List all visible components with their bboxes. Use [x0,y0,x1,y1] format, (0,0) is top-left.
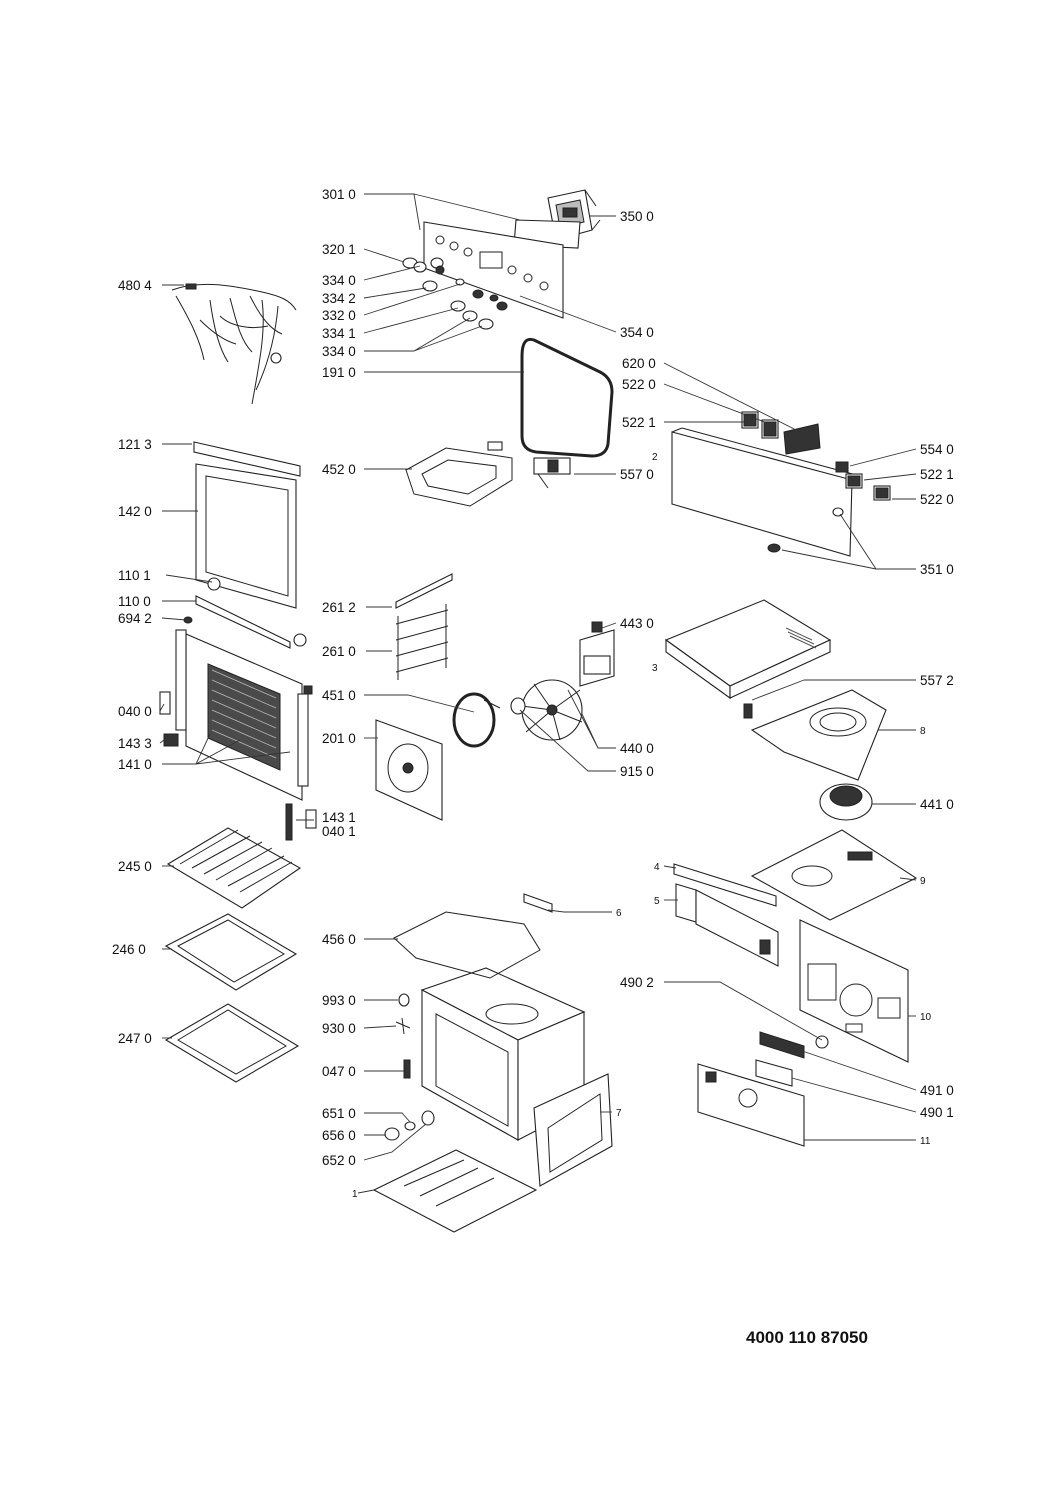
part-label: 522 1 [920,467,954,482]
part-label: 301 0 [322,187,356,202]
part-label: 142 0 [118,504,152,519]
baking-tray [164,913,298,991]
electronics-boards [697,1031,829,1147]
part-label: 047 0 [322,1064,356,1079]
part-label: 7 [616,1108,622,1119]
part-labels: 301 0 350 0 320 1 334 0 334 2 332 0 334 … [112,187,954,1347]
part-label: 6 [616,908,622,919]
thermostat [533,457,571,489]
door-inner-glass [185,633,303,801]
door-seal [520,337,614,458]
part-label: 334 2 [322,291,356,306]
part-label: 110 1 [118,568,151,583]
door-assembly [159,441,317,841]
part-label: 522 0 [622,377,656,392]
part-label: 993 0 [322,993,356,1008]
part-label: 930 0 [322,1021,356,1036]
part-label: 245 0 [118,859,152,874]
part-label: 320 1 [322,242,356,257]
fan-motor-assembly [510,621,615,741]
part-label: 040 0 [118,704,152,719]
part-label: 522 1 [622,415,656,430]
door-outer-glass [195,463,297,609]
small-parts [384,993,435,1141]
part-label: 143 3 [118,736,152,751]
part-label: 246 0 [112,942,146,957]
part-label: 121 3 [118,437,152,452]
brackets [673,863,779,967]
grill-element [405,441,513,507]
part-label: 10 [920,1012,932,1023]
part-label: 354 0 [620,325,654,340]
door-top-profile [193,441,301,477]
part-label: 440 0 [620,741,654,756]
part-label: 11 [920,1136,931,1147]
fan-cover [375,719,443,821]
part-label: 143 1 [322,810,356,825]
part-label: 694 2 [118,611,152,626]
part-label: 451 0 [322,688,356,703]
part-label: 651 0 [322,1106,356,1121]
part-label: 191 0 [322,365,356,380]
top-bracket-assembly [671,411,891,557]
part-label: 652 0 [322,1153,356,1168]
wire-shelf [166,827,302,909]
cooling-fan-motor [819,783,873,821]
part-label: 201 0 [322,731,356,746]
drip-pan [164,1003,300,1083]
part-label: 332 0 [322,308,356,323]
control-panel [423,221,564,319]
part-label: 2 [652,452,658,463]
part-label: 441 0 [920,797,954,812]
bottom-element [393,893,553,979]
circular-element [452,692,501,748]
part-label: 4 [654,862,660,873]
part-label: 491 0 [920,1083,954,1098]
side-runners [395,573,453,680]
control-panel-group [402,189,601,330]
part-label: 3 [652,663,658,674]
part-label: 490 2 [620,975,654,990]
part-label: 490 1 [920,1105,954,1120]
rear-cover-assembly [664,599,887,781]
part-label: 350 0 [620,209,654,224]
part-label: 334 1 [322,326,356,341]
part-label: 261 0 [322,644,356,659]
part-label: 1 [352,1189,358,1200]
part-label: 554 0 [920,442,954,457]
back-panel [799,919,909,1063]
control-knobs [402,257,508,330]
part-label: 141 0 [118,757,152,772]
top-panel [750,829,918,921]
part-label: 915 0 [620,764,654,779]
part-label: 040 1 [322,824,356,839]
part-label: 620 0 [622,356,656,371]
part-label: 5 [654,896,660,907]
wiring-harness [171,283,297,405]
part-label: 452 0 [322,462,356,477]
part-label: 557 2 [920,673,954,688]
part-label: 8 [920,726,926,737]
part-label: 334 0 [322,273,356,288]
part-label: 261 2 [322,600,356,615]
part-label: 480 4 [118,278,152,293]
leader-lines [159,193,917,1194]
part-label: 351 0 [920,562,954,577]
part-label: 522 0 [920,492,954,507]
document-code: 4000 110 87050 [746,1328,868,1347]
bottom-panel [372,1149,538,1233]
part-label: 557 0 [620,467,654,482]
part-label: 443 0 [620,616,654,631]
part-label: 110 0 [118,594,151,609]
part-label: 9 [920,876,926,887]
side-panel [533,1073,613,1187]
part-label: 456 0 [322,932,356,947]
part-label: 334 0 [322,344,356,359]
part-label: 247 0 [118,1031,152,1046]
part-label: 656 0 [322,1128,356,1143]
